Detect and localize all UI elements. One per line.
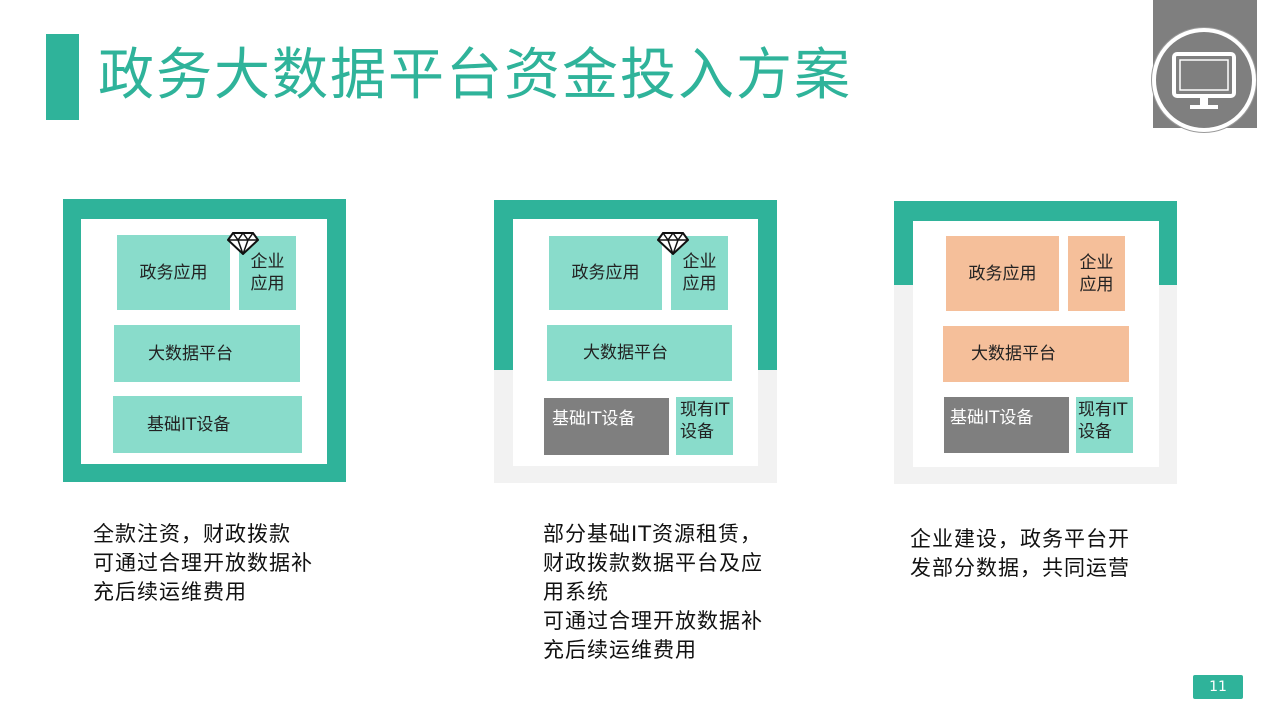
monitor-badge (1152, 28, 1256, 132)
existing-it-label-line1: 现有IT (1078, 400, 1128, 420)
gov-app-label: 政务应用 (571, 263, 640, 283)
existing-it-label-line1: 现有IT (680, 400, 730, 420)
gov-app-block: 政务应用 (946, 236, 1059, 311)
infra-block: 基础IT设备 (113, 396, 302, 453)
desc-line: 用系统 (543, 580, 609, 604)
panel-1-description: 全款注资，财政拨款 可通过合理开放数据补 充后续运维费用 (93, 520, 353, 607)
ent-app-label-line2: 应用 (682, 274, 717, 294)
ent-app-label-line2: 应用 (250, 274, 285, 294)
desc-line: 可通过合理开放数据补 (93, 551, 313, 575)
infra-label: 基础IT设备 (552, 409, 636, 429)
big-data-label: 大数据平台 (971, 344, 1056, 364)
big-data-block: 大数据平台 (114, 325, 300, 382)
existing-it-block: 现有IT 设备 (676, 397, 733, 455)
infra-block: 基础IT设备 (544, 398, 669, 455)
monitor-icon (1172, 52, 1236, 109)
ent-app-label-line1: 企业 (1079, 252, 1114, 273)
big-data-label: 大数据平台 (583, 343, 668, 363)
desc-line: 发部分数据，共同运营 (910, 556, 1130, 580)
ent-app-block: 企业 应用 (671, 236, 728, 310)
diamond-icon (227, 231, 259, 255)
big-data-block: 大数据平台 (547, 325, 732, 381)
gov-app-block: 政务应用 (117, 235, 230, 310)
page-number: 11 (1193, 675, 1243, 699)
existing-it-block: 现有IT 设备 (1076, 397, 1133, 453)
ent-app-block: 企业 应用 (1068, 236, 1125, 311)
desc-line: 可通过合理开放数据补 (543, 609, 763, 633)
desc-line: 企业建设，政务平台开 (910, 527, 1130, 551)
gov-app-block: 政务应用 (549, 236, 662, 310)
desc-line: 全款注资，财政拨款 (93, 522, 291, 546)
diamond-icon (657, 231, 689, 255)
ent-app-block: 企业 应用 (239, 236, 296, 310)
ent-app-label-line2: 应用 (1079, 274, 1114, 295)
infra-label: 基础IT设备 (950, 408, 1034, 428)
gov-app-label: 政务应用 (139, 262, 208, 283)
ent-app-label-line1: 企业 (682, 252, 717, 272)
page-title: 政务大数据平台资金投入方案 (98, 43, 852, 108)
title-accent-bar (46, 34, 79, 120)
existing-it-label-line2: 设备 (1078, 422, 1112, 442)
infra-label: 基础IT设备 (147, 414, 231, 435)
desc-line: 充后续运维费用 (543, 638, 697, 662)
ent-app-label-line1: 企业 (250, 252, 285, 272)
desc-line: 财政拨款数据平台及应 (543, 551, 763, 575)
infra-block: 基础IT设备 (944, 397, 1069, 453)
desc-line: 充后续运维费用 (93, 580, 247, 604)
gov-app-label: 政务应用 (968, 263, 1037, 284)
big-data-block: 大数据平台 (943, 326, 1129, 382)
existing-it-label-line2: 设备 (680, 422, 714, 442)
big-data-label: 大数据平台 (148, 343, 233, 364)
panel-3-description: 企业建设，政务平台开 发部分数据，共同运营 (910, 525, 1170, 583)
panel-2-description: 部分基础IT资源租赁， 财政拨款数据平台及应 用系统 可通过合理开放数据补 充后… (543, 520, 803, 665)
desc-line: 部分基础IT资源租赁， (543, 522, 763, 546)
